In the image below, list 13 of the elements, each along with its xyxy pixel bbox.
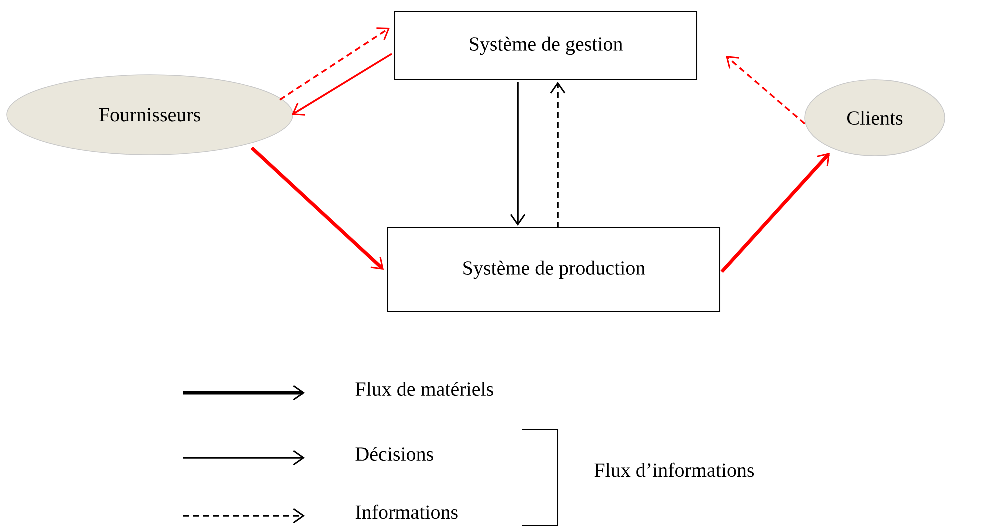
legend-text: Flux de matériels <box>356 382 494 396</box>
process-box: Système de gestion <box>394 12 698 80</box>
bracket-label: Flux d’informations <box>594 462 754 478</box>
arrow <box>250 146 384 270</box>
arrow <box>726 56 806 125</box>
arrow <box>292 53 392 116</box>
arrow <box>280 28 390 101</box>
process-box: Système de production <box>388 228 720 312</box>
legend-text: Décisions <box>356 446 434 462</box>
arrow <box>550 82 566 228</box>
arrow <box>720 153 830 274</box>
arrow <box>510 82 526 226</box>
legend-text: Informations <box>356 504 458 520</box>
